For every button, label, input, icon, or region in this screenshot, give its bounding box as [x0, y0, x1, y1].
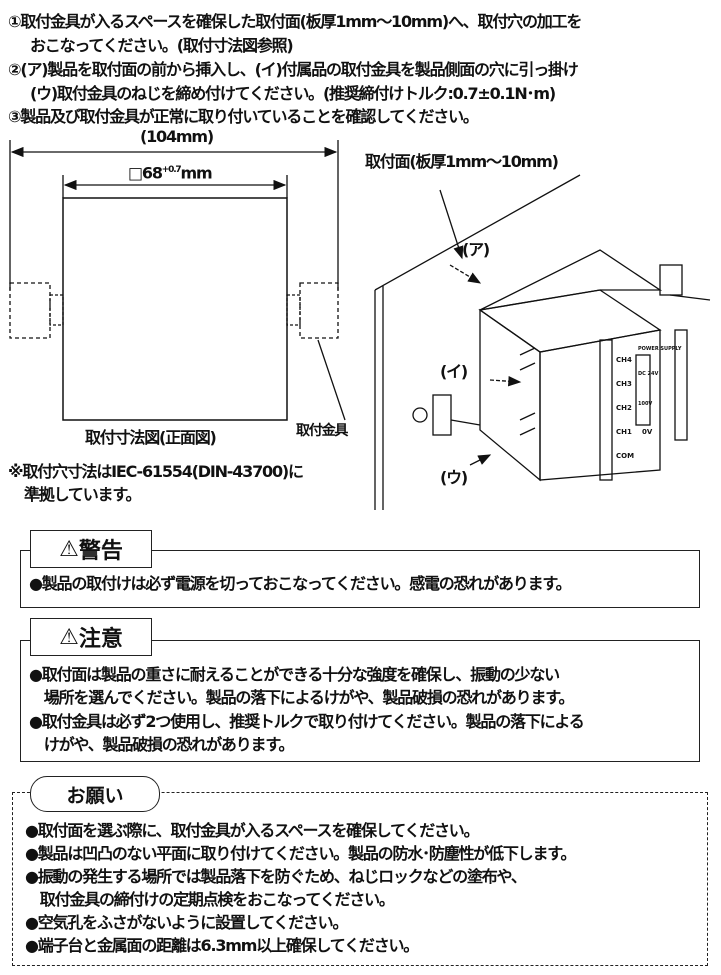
warning-icon: ⚠ [59, 536, 79, 562]
label-i: (イ) [440, 362, 468, 381]
request-item: ●取付面を選ぶ際に、取付金具が入るスペースを確保してください。 [25, 821, 480, 840]
request-item: ●振動の発生する場所では製品落下を防ぐため、ねじロックなどの塗布や、 [25, 867, 527, 886]
cutout-size: □68 [128, 163, 163, 183]
cutout-dimension: □68+0.7mm [128, 160, 213, 183]
caution-icon: ⚠ [59, 624, 79, 650]
warning-heading: ⚠警告 [30, 530, 152, 568]
terminal-ch1: CH1 [616, 428, 632, 436]
request-item: 取付金具の締付けの定期点検をおこなってください。 [25, 890, 395, 909]
step-1: ①取付金具が入るスペースを確保した取付面(板厚1mm～10mm)へ、取付穴の加工… [8, 12, 582, 31]
warning-title: 警告 [78, 539, 123, 564]
note-line-2: 準拠しています。 [24, 485, 142, 504]
cutout-square [62, 197, 288, 421]
caution-item: ●取付面は製品の重さに耐えることができる十分な強度を確保し、振動の少ない [29, 665, 560, 684]
dc24v-mark: DC 24V [638, 371, 659, 377]
step-3: ③製品及び取付金具が正常に取り付いていることを確認してください。 [8, 107, 479, 126]
terminal-com: COM [616, 452, 634, 460]
step-1-cont: おこなってください。(取付寸法図参照) [30, 36, 294, 55]
cutout-tolerance: +0.7 [161, 165, 182, 175]
caution-item: 場所を選んでください。製品の落下によるけがや、製品破損の恐れがあります。 [29, 688, 575, 707]
request-item: ●端子台と金属面の距離は6.3mm以上確保してください。 [25, 936, 419, 955]
100v-mark: 100V [638, 401, 652, 407]
step-2: ②(ア)製品を取付面の前から挿入し、(イ)付属品の取付金具を製品側面の穴に引っ掛… [8, 60, 579, 79]
cutout-unit: mm [180, 163, 212, 183]
panel-label: 取付面(板厚1mm～10mm) [365, 152, 559, 171]
caution-item: けがや、製品破損の恐れがあります。 [29, 735, 295, 754]
cutout-caption: 取付寸法図(正面図) [85, 428, 217, 447]
mounting-diagram: CH4 CH3 CH2 CH1 COM POWER SUPPLY DC 24V … [9, 140, 711, 510]
request-box: ●取付面を選ぶ際に、取付金具が入るスペースを確保してください。 ●製品は凹凸のな… [12, 792, 708, 966]
label-u: (ウ) [440, 468, 468, 487]
bracket-label: 取付金具 [296, 423, 348, 439]
power-mark: POWER SUPPLY [638, 346, 682, 352]
note-line-1: ※取付穴寸法はIEC-61554(DIN-43700)に [8, 462, 304, 481]
caution-box: ●取付面は製品の重さに耐えることができる十分な強度を確保し、振動の少ない 場所を… [20, 640, 700, 762]
label-a: (ア) [462, 240, 490, 259]
caution-heading: ⚠注意 [30, 618, 152, 656]
terminal-ch4: CH4 [616, 356, 632, 364]
warning-item: ●製品の取付けは必ず電源を切っておこなってください。感電の恐れがあります。 [29, 574, 572, 593]
caution-item: ●取付金具は必ず2つ使用し、推奨トルクで取り付けてください。製品の落下による [29, 712, 585, 731]
0v-mark: 0V [642, 428, 653, 436]
terminal-ch3: CH3 [616, 380, 632, 388]
terminal-ch2: CH2 [616, 404, 632, 412]
request-item: ●空気孔をふさがないように設置してください。 [25, 913, 348, 932]
request-heading: お願い [30, 776, 160, 812]
caution-title: 注意 [78, 627, 123, 652]
overall-dimension: (104mm) [140, 127, 214, 146]
request-item: ●製品は凹凸のない平面に取り付けてください。製品の防水･防塵性が低下します。 [25, 844, 576, 863]
step-2-cont: (ウ)取付金具のねじを締め付けてください。(推奨締付けトルク:0.7±0.1N･… [30, 84, 556, 103]
